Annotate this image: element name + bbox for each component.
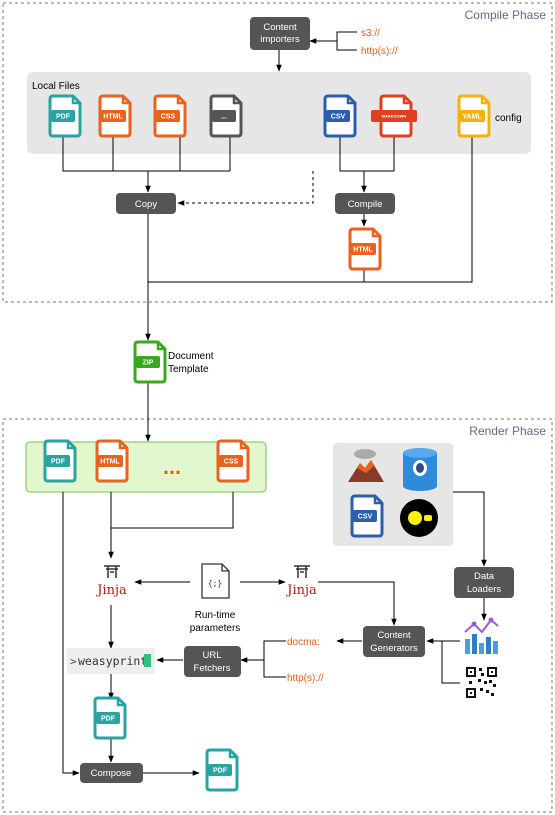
data-loaders-line2: Loaders [467,584,502,595]
volcano-icon [348,449,384,482]
compile-phase-container [2,2,553,303]
output-pdf-file-icon: PDF [205,748,239,792]
local-markdown-file-icon: MARKDOWN [371,94,417,138]
s3-source: s3:// [361,28,380,39]
chart-icon [464,617,499,654]
compiled-html-file-icon: HTML [348,227,382,271]
csv-data-file-icon: CSV [350,494,384,538]
compose-label: Compose [91,768,132,779]
params-icon-glyph: {;} [208,579,222,588]
weasyprint-logo: > weasyprint [67,648,155,674]
content-generators-line1: Content [377,630,411,641]
more-files-ellipsis: ... [163,454,181,479]
url-fetchers-line1: URL [202,650,221,661]
content-importers-node: Content importers [250,17,310,50]
local-pdf-file-label: PDF [56,114,71,121]
template-html-file-label: HTML [100,459,120,466]
local-css-file-label: CSS [161,114,176,121]
http-source-bottom: http(s):// [287,673,324,684]
connectors [62,31,487,776]
svg-text:>: > [70,655,77,668]
runtime-params-line2: parameters [190,623,241,634]
yaml-config-file-icon: YAML [457,94,491,138]
runtime-params-line1: Run-time [195,610,236,621]
csv-data-file-label: CSV [358,514,373,521]
document-template-line2: Template [168,364,209,375]
template-pdf-file-label: PDF [51,459,66,466]
content-generators-line2: Generators [370,643,418,654]
docma-source: docma: [287,637,320,648]
local-css-file-icon: CSS [153,94,187,138]
compose-node: Compose [80,763,143,783]
local-markdown-file-label: MARKDOWN [382,114,407,119]
local-other-file-label: ... [221,114,227,121]
yaml-config-file-label: YAML [462,114,482,121]
template-html-file-icon: HTML [95,439,129,483]
content-generators-node: Content Generators [363,626,425,657]
local-csv-file-label: CSV [331,114,346,121]
template-css-file-icon: CSS [216,439,250,483]
runtime-params-icon: {;} [201,563,230,599]
render-phase-container [2,418,553,813]
zip-template-file-label: ZIP [143,360,154,367]
content-importers-line1: Content [263,22,297,33]
output-pdf-file-label: PDF [213,768,228,775]
template-css-file-label: CSS [224,459,239,466]
jinja-label-left: Jinja [95,583,127,598]
compile-phase-title: Compile Phase [465,8,547,22]
file-icons: PDF HTML CSS... CSV MARKDOWN YAML HTML ZIP PDF HT… [43,94,491,792]
local-html-file-label: HTML [103,114,123,121]
url-fetchers-line2: Fetchers [194,663,231,674]
http-source-top: http(s):// [361,46,398,57]
compile-label: Compile [348,199,383,210]
rendered-pdf-file-label: PDF [101,716,116,723]
local-csv-file-icon: CSV [323,94,357,138]
data-loaders-line1: Data [474,571,495,582]
local-html-file-icon: HTML [98,94,132,138]
local-pdf-file-icon: PDF [48,94,82,138]
compile-node: Compile [335,193,395,214]
qr-code-icon [466,667,497,698]
config-label: config [495,113,522,124]
template-files-panel [25,441,267,493]
zip-template-file-icon: ZIP [133,340,167,384]
rendered-pdf-file-icon: PDF [93,696,127,740]
jinja-label-right: Jinja [285,583,317,598]
database-icon [403,448,437,491]
jinja-logo-right: Jinja [285,565,317,598]
data-loaders-node: Data Loaders [454,567,514,598]
content-importers-line2: importers [260,34,300,45]
template-pdf-file-icon: PDF [43,439,77,483]
render-phase-title: Render Phase [469,424,546,438]
jinja-logo-left: Jinja [95,565,127,598]
weasyprint-label: weasyprint [78,654,147,668]
duckdb-icon [400,499,438,537]
compiled-html-file-label: HTML [353,247,373,254]
local-files-label: Local Files [32,81,80,92]
document-template-line1: Document [168,351,214,362]
copy-node: Copy [116,193,176,214]
local-other-file-icon: ... [209,94,243,138]
url-fetchers-node: URL Fetchers [184,646,241,677]
copy-label: Copy [135,199,157,210]
